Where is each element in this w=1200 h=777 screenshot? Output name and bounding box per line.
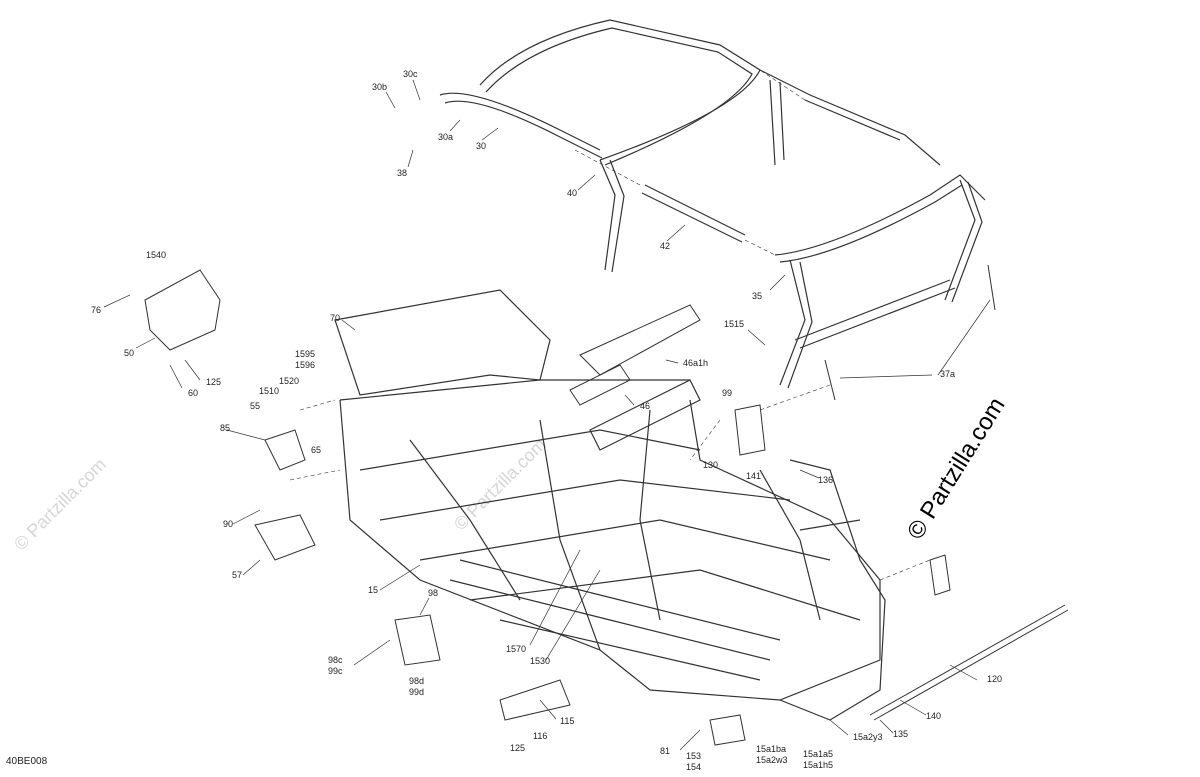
callout-label: 30a [438, 132, 453, 142]
callout-label: 40 [567, 188, 577, 198]
callout-label: 130 [703, 460, 718, 470]
callout-label: 115 [560, 716, 574, 726]
callout-label: 1596 [295, 360, 315, 370]
callout-label: 85 [220, 423, 230, 433]
callout-label: 15a1a5 [803, 749, 833, 759]
callout-label: 30c [403, 69, 418, 79]
leader-lines [103, 79, 991, 751]
main-frame [334, 289, 886, 721]
callout-label: 116 [533, 731, 547, 741]
callout-label: 99d [409, 687, 424, 697]
callout-label: 98d [409, 676, 424, 686]
callout-label: 120 [987, 674, 1002, 684]
callout-label: 154 [686, 762, 701, 772]
callout-label: 99 [722, 388, 732, 398]
callout-label: 99c [328, 666, 343, 676]
callout-label: 76 [91, 305, 101, 315]
small-parts [144, 264, 1069, 746]
callout-label: 1510 [259, 386, 279, 396]
callout-label: 46a1h [683, 358, 708, 368]
callout-label: 1570 [506, 644, 526, 654]
callout-label: 136 [818, 475, 833, 485]
callout-label: 35 [752, 291, 762, 301]
callout-label: 50 [124, 348, 134, 358]
callout-label: 37a [940, 369, 955, 379]
callout-label: 135 [893, 729, 908, 739]
callout-label: 65 [311, 445, 321, 455]
callout-label: 15a1ba [756, 744, 786, 754]
callout-label: 30 [476, 141, 486, 151]
callout-labels: 30b 30c 30a 30 38 40 42 35 1515 37a 1540… [91, 69, 1002, 772]
callout-label: 55 [250, 401, 260, 411]
callout-label: 90 [223, 519, 233, 529]
callout-label: 42 [660, 241, 670, 251]
callout-label: 15a2y3 [853, 732, 883, 742]
dashed-lines [289, 69, 931, 581]
callout-label: 98 [428, 588, 438, 598]
callout-label: 70 [330, 313, 340, 323]
callout-label: 81 [660, 746, 670, 756]
callout-label: 1595 [295, 349, 315, 359]
callout-label: 153 [686, 751, 701, 761]
diagram-code: 40BE008 [6, 756, 48, 767]
callout-label: 1530 [530, 656, 550, 666]
callout-label: 57 [232, 570, 242, 580]
callout-label: 125 [510, 743, 525, 753]
callout-label: 15 [368, 585, 378, 595]
callout-label: 38 [397, 168, 407, 178]
callout-label: 30b [372, 82, 387, 92]
callout-label: 46 [640, 401, 650, 411]
callout-label: 141 [746, 471, 761, 481]
callout-label: 1520 [279, 376, 299, 386]
callout-label: 125 [206, 377, 221, 387]
callout-label: 98c [328, 655, 343, 665]
callout-label: 1540 [146, 250, 166, 260]
callout-label: 15a1h5 [803, 760, 833, 770]
callout-label: 140 [926, 711, 941, 721]
callout-label: 1515 [724, 319, 744, 329]
callout-label: 15a2w3 [756, 755, 788, 765]
roll-cage [439, 19, 986, 389]
callout-label: 60 [188, 388, 198, 398]
